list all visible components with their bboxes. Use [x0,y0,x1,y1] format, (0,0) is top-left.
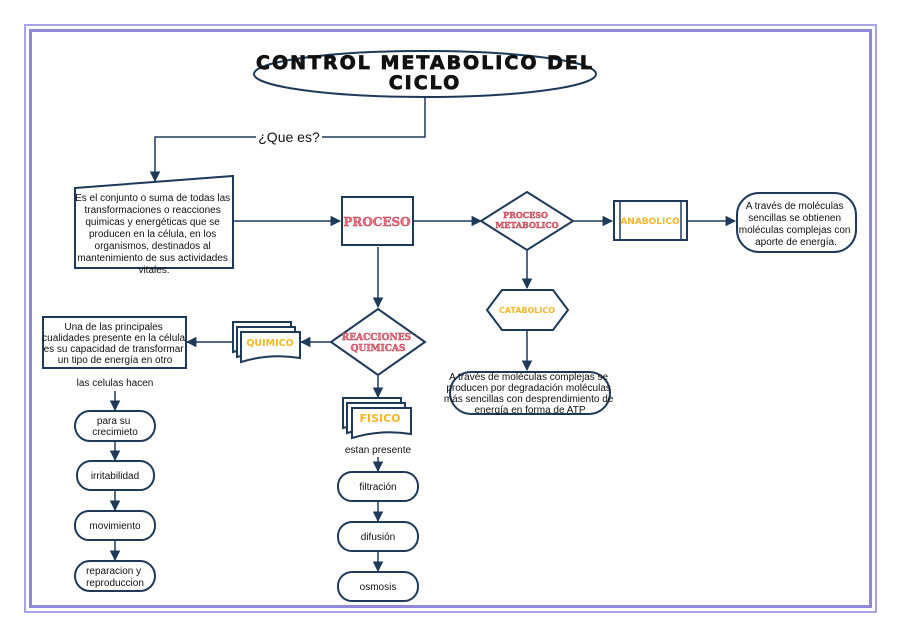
page-border-outer [24,24,877,613]
celulas-label: las celulas hacen [77,378,154,389]
catabolico-node: CATABOLICO [485,289,570,331]
fisico-label-bg [338,443,418,457]
quimico-desc-node: Una de las principales cualidades presen… [42,316,188,369]
quimico-node: QUIMICO [232,321,301,364]
definition-line: transformaciones o reacciones [85,205,221,216]
item-irritabilidad: irritabilidad [76,460,155,491]
proceso-node: PROCESO [341,196,414,246]
definition-line: quimicas y energéticas que se [85,217,220,228]
reacciones-line: QUIMICAS [351,344,406,354]
quimico-label: QUIMICO [246,338,293,349]
quimico-desc-line: Una de las principales [64,322,162,333]
definition-line: producen en la célula, en los [89,229,216,240]
svg-text:A través de moléculas se: A través de moléculas sencillas se obtie… [739,201,854,248]
item-movimiento: movimiento [74,510,156,541]
question-label-bg [256,127,322,147]
definition-line: mantenimiento de sus actividades [77,253,228,264]
quimico-desc-line: un tipo de energía en otro [58,355,173,366]
item-filtracion-label: filtración [359,482,396,493]
catabolico-label: CATABOLICO [499,306,555,315]
title-line-2: CICLO [389,72,462,94]
item-difusion-label: difusión [361,532,395,543]
anabolico-desc-line: sencillas se obtienen [748,213,841,224]
item-osmosis-label: osmosis [360,582,397,593]
anabolico-label: ANABOLICO [620,217,680,227]
svg-text:PROCESO METABOLICO: PROCESO METABOLICO [495,210,558,230]
definition-node: Es el conjunto o suma de todas las trans… [74,174,234,276]
item-difusion: difusión [337,521,419,552]
anabolico-desc-line: moléculas complejas con [739,225,851,236]
item-osmosis: osmosis [337,571,419,602]
svg-text:para su crecimieto: para su crecimieto [92,416,138,438]
reacciones-line: REACCIONES [342,333,411,343]
quimico-desc-line: cualidades presente en la célula [42,333,185,344]
catabolico-desc-line: más sencillas con desprendimiento de [444,394,614,405]
title-line-1: CONTROL METABOLICO DEL [256,52,594,74]
reacciones-quimicas-node: REACCIONES QUIMICAS [329,307,427,377]
celulas-label-bg [70,376,162,390]
fisico-node: FISICO [342,397,412,440]
proceso-metabolico-line: METABOLICO [495,220,558,230]
page-border-inner [29,29,872,608]
catabolico-desc-line: producen por degradación moléculas [446,383,611,394]
item-crecimiento-line: crecimieto [92,427,138,438]
item-crecimiento-line: para su [97,416,130,427]
catabolico-desc-node: A través de moléculas complejas se produ… [444,371,616,416]
definition-line: Es el conjunto o suma de todas las [75,193,230,204]
item-reparacion: reparacion y reproduccion [74,560,156,592]
anabolico-desc-line: A través de moléculas [746,201,844,212]
svg-text:reparacion y reproduccio: reparacion y reproduccion [86,566,144,589]
item-movimiento-label: movimiento [89,521,141,532]
title-node: CONTROL METABOLICO DEL CICLO [253,50,597,98]
catabolico-desc-line: A través de moléculas complejas se [449,372,608,383]
svg-text:REACCIONES QUIMICAS: REACCIONES QUIMICAS [342,333,414,354]
anabolico-desc-node: A través de moléculas sencillas se obtie… [736,192,857,253]
item-reparacion-line: reproduccion [86,578,144,589]
item-reparacion-line: reparacion y [86,566,141,577]
proceso-label: PROCESO [343,215,410,229]
item-filtracion: filtración [337,471,419,502]
fisico-connector-label: estan presente [345,445,412,456]
definition-line: vitales. [138,265,169,276]
proceso-metabolico-node: PROCESO METABOLICO [479,190,575,252]
item-irritabilidad-label: irritabilidad [91,471,139,482]
anabolico-node: ANABOLICO [613,200,688,241]
fisico-label: FISICO [359,412,400,425]
svg-text:A través de moléculas compleja: A través de moléculas complejas se produ… [444,372,616,416]
catabolico-desc-line: energía en forma de ATP [475,405,586,416]
anabolico-desc-line: aporte de energía. [755,237,837,248]
question-label: ¿Que es? [258,129,320,145]
svg-text:Es el conjunto o suma de todas: Es el conjunto o suma de todas las trans… [75,193,233,276]
item-crecimiento: para su crecimieto [74,410,156,442]
proceso-metabolico-line: PROCESO [503,210,548,220]
definition-line: organismos, destinados al [95,241,211,252]
quimico-desc-line: es su capacidad de transformar [44,344,185,355]
svg-text:Una de las principales c: Una de las principales cualidades presen… [42,322,188,366]
